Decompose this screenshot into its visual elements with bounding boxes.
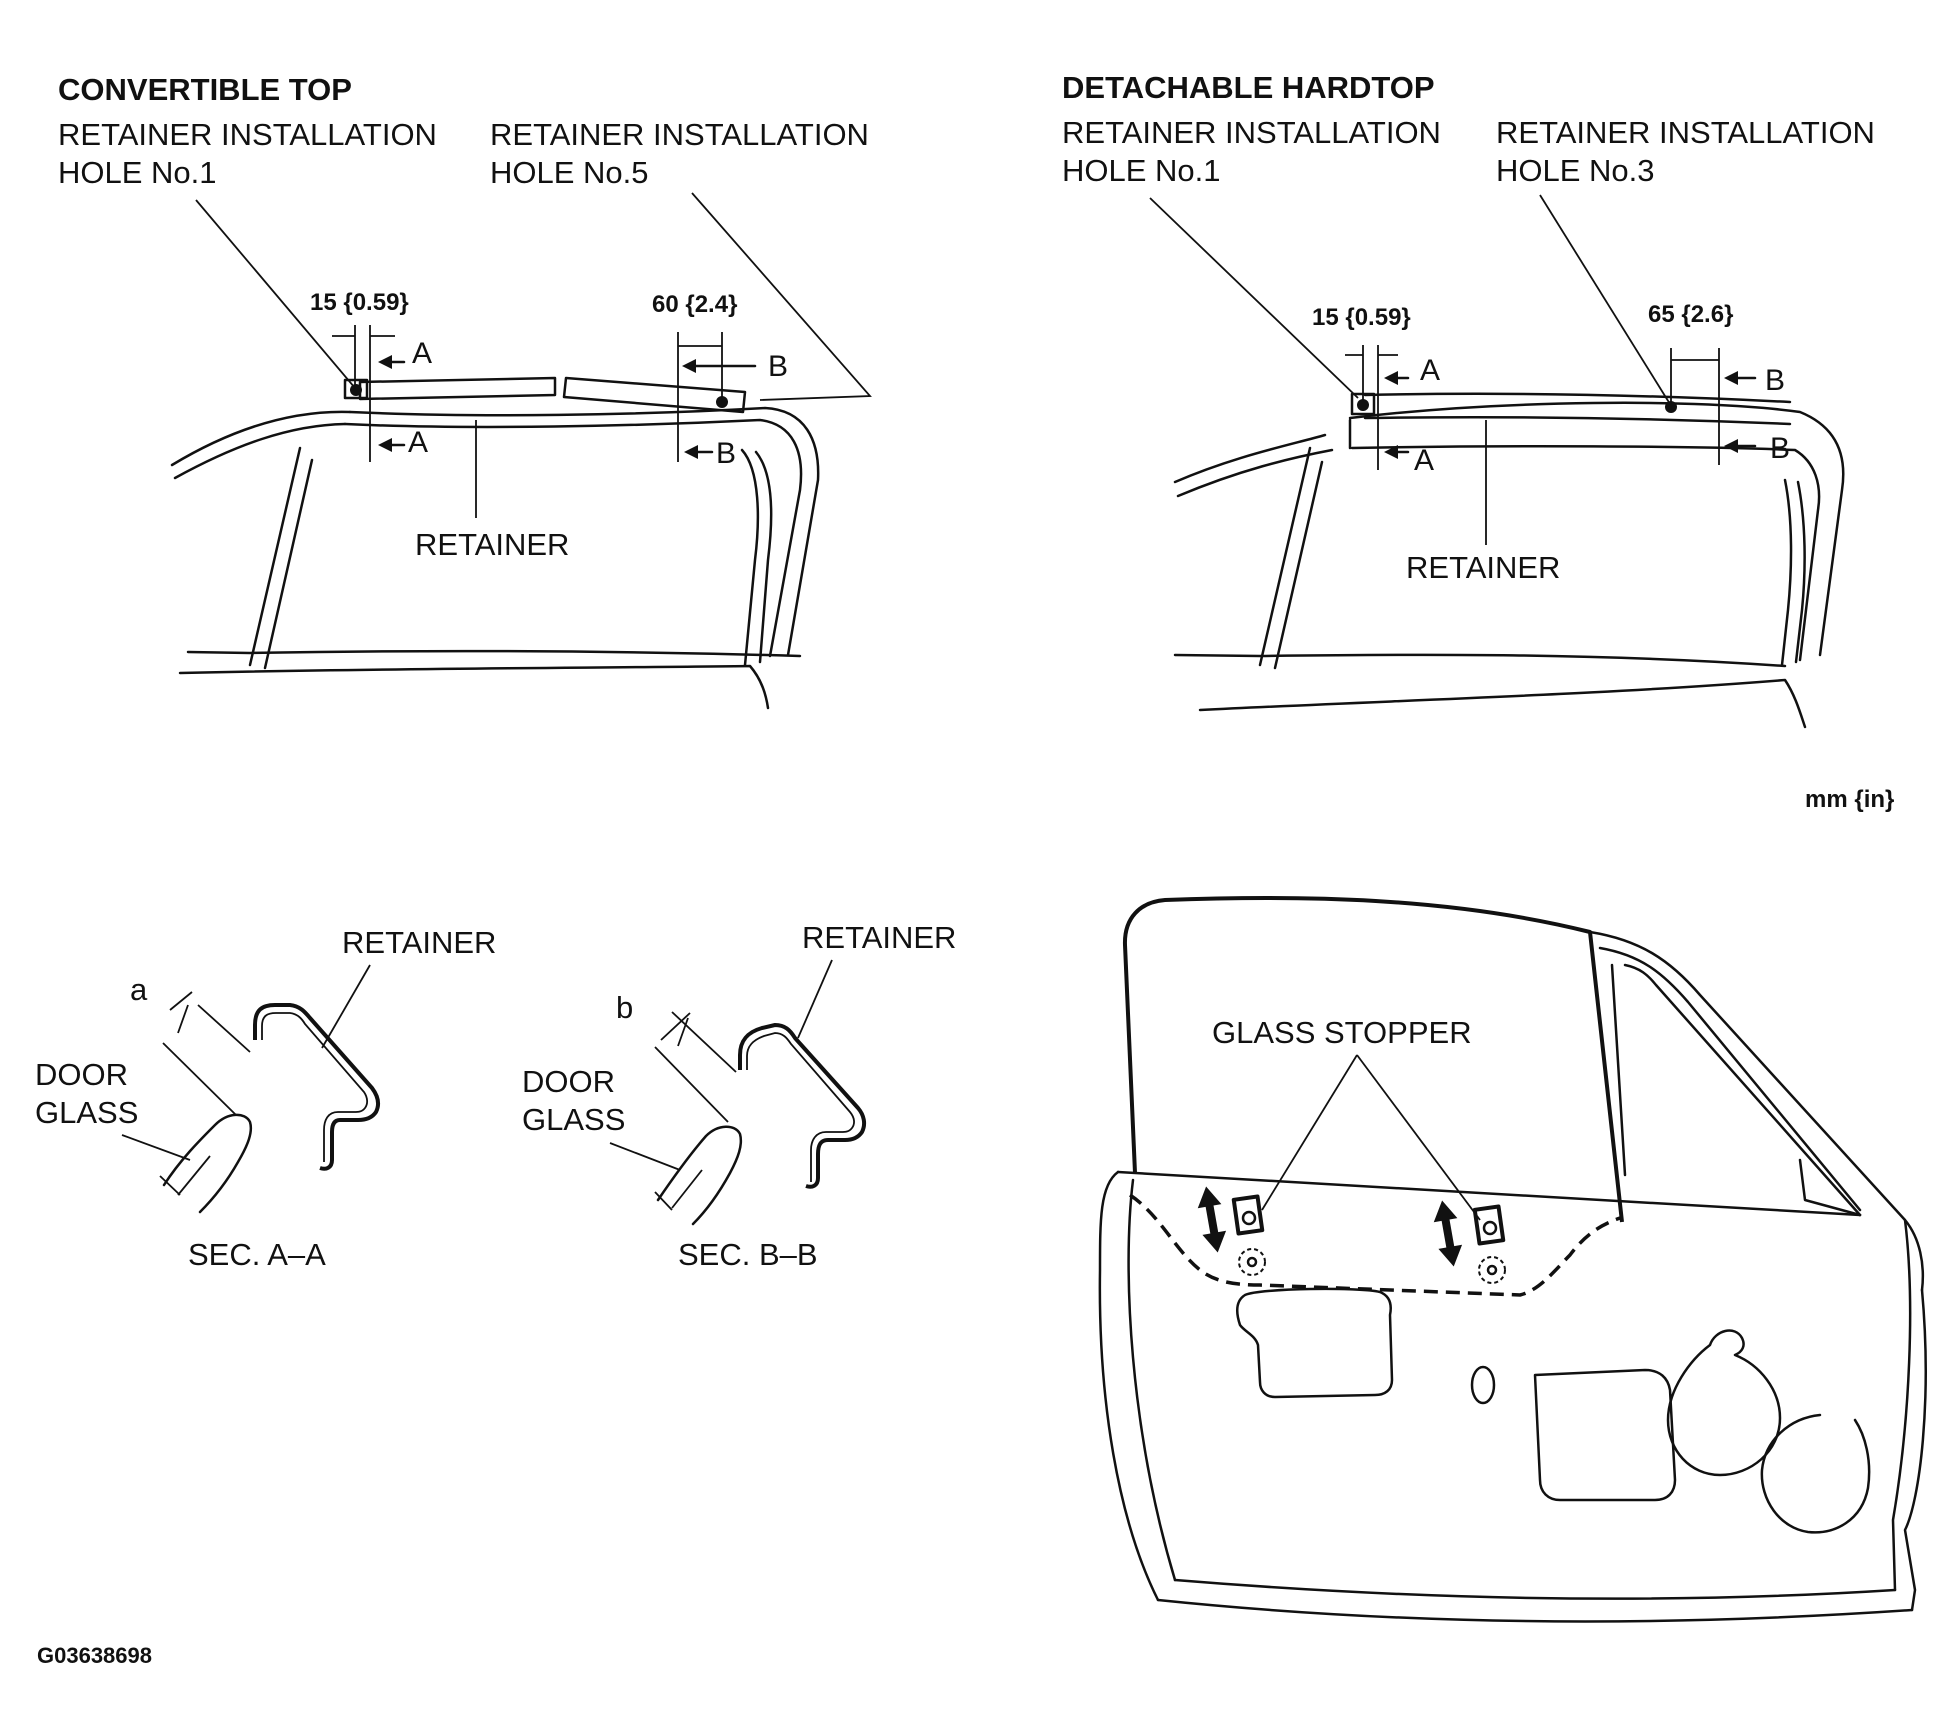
hardtop-hole3-leader-line (1539, 194, 1671, 405)
hardtop-mark-a-top: A (1420, 354, 1440, 387)
section-bb-retainer-profile (738, 1023, 867, 1189)
hardtop-car-body (1173, 401, 1845, 729)
convertible-dim-a-text: 15 {0.59} (310, 289, 409, 316)
convertible-top-panel: CONVERTIBLE TOP RETAINER INSTALLATION HO… (58, 72, 872, 710)
convertible-mark-b-bottom: B (716, 437, 736, 470)
section-bb-dim-label: b (616, 990, 633, 1025)
convertible-hole1-label-line2: HOLE No.1 (58, 155, 217, 190)
hole1-marker-dot (350, 384, 362, 396)
door-glass-outline (1122, 895, 1624, 1223)
convertible-retainer-strip (343, 376, 747, 414)
section-aa-retainer-profile (253, 1003, 381, 1171)
hole1-leader-line (195, 199, 356, 389)
door-glass-hidden-edge (1129, 1193, 1621, 1297)
convertible-dim-15: 15 {0.59} (310, 289, 409, 462)
hardtop-hole1-label-line2: HOLE No.1 (1062, 153, 1221, 188)
hardtop-dim-65: 65 {2.6} (1648, 301, 1757, 465)
section-aa-glass-label-line2: GLASS (35, 1095, 138, 1130)
section-aa-door-glass (162, 1113, 253, 1214)
hardtop-dim-a-text: 15 {0.59} (1312, 304, 1411, 331)
hardtop-mark-b-bottom: B (1770, 432, 1790, 465)
convertible-car-body (170, 406, 820, 710)
glass-stopper-left (1231, 1194, 1266, 1276)
hardtop-hole1-label-line1: RETAINER INSTALLATION (1062, 115, 1441, 150)
hardtop-hole1-marker-dot (1357, 399, 1369, 411)
hardtop-hole3-label-line1: RETAINER INSTALLATION (1496, 115, 1875, 150)
glass-stopper-leader-right (1356, 1054, 1481, 1221)
section-aa-glass-label-line1: DOOR (35, 1057, 128, 1092)
convertible-dim-60: 60 {2.4} (652, 291, 757, 462)
convertible-hole1-label-line1: RETAINER INSTALLATION (58, 117, 437, 152)
section-aa-dim-label: a (130, 972, 148, 1007)
glass-stopper-right (1472, 1204, 1506, 1284)
hardtop-hole1-leader-line (1149, 197, 1359, 399)
hardtop-panel: DETACHABLE HARDTOP RETAINER INSTALLATION… (1062, 70, 1875, 729)
hardtop-retainer-strip (1350, 392, 1792, 426)
section-aa-retainer-leader (321, 964, 371, 1049)
figure-code: G03638698 (37, 1643, 152, 1668)
hardtop-hole3-label-line2: HOLE No.3 (1496, 153, 1655, 188)
adjust-double-arrow-right (1433, 1200, 1463, 1267)
section-bb-retainer-leader (797, 959, 833, 1039)
adjust-double-arrow-left (1197, 1186, 1227, 1253)
section-aa-retainer-label: RETAINER (342, 925, 496, 960)
section-bb-glass-leader (609, 1142, 681, 1171)
convertible-retainer-label: RETAINER (415, 527, 569, 562)
hardtop-mark-b-top: B (1765, 364, 1785, 397)
section-bb-glass-label-line1: DOOR (522, 1064, 615, 1099)
section-bb-glass-label-line2: GLASS (522, 1102, 625, 1137)
section-aa-glass-leader (121, 1134, 191, 1161)
convertible-mark-a-bottom: A (408, 426, 428, 459)
hardtop-dim-b-text: 65 {2.6} (1648, 301, 1733, 328)
door-panel: GLASS STOPPER (1098, 895, 1927, 1623)
section-bb-caption: SEC. B–B (678, 1237, 818, 1272)
hardtop-dim-15: 15 {0.59} (1312, 304, 1411, 470)
convertible-hole5-label-line1: RETAINER INSTALLATION (490, 117, 869, 152)
hardtop-mark-a-bottom: A (1414, 444, 1434, 477)
glass-stopper-label: GLASS STOPPER (1212, 1015, 1472, 1050)
units-label: mm {in} (1805, 786, 1894, 813)
section-bb-retainer-label: RETAINER (802, 920, 956, 955)
hole5-leader-line (691, 192, 872, 401)
section-aa: RETAINER a DOOR GLASS SEC. A–A (35, 925, 496, 1272)
section-bb-door-glass (656, 1125, 743, 1226)
convertible-mark-b-top: B (768, 350, 788, 383)
hardtop-retainer-label: RETAINER (1406, 550, 1560, 585)
section-bb: RETAINER b DOOR GLASS SEC. B–B (522, 920, 956, 1272)
glass-stopper-leader-left (1261, 1054, 1358, 1211)
section-aa-caption: SEC. A–A (188, 1237, 326, 1272)
convertible-title: CONVERTIBLE TOP (58, 72, 352, 107)
hardtop-title: DETACHABLE HARDTOP (1062, 70, 1435, 105)
convertible-mark-a-top: A (412, 337, 432, 370)
convertible-hole5-label-line2: HOLE No.5 (490, 155, 649, 190)
convertible-dim-b-text: 60 {2.4} (652, 291, 737, 318)
